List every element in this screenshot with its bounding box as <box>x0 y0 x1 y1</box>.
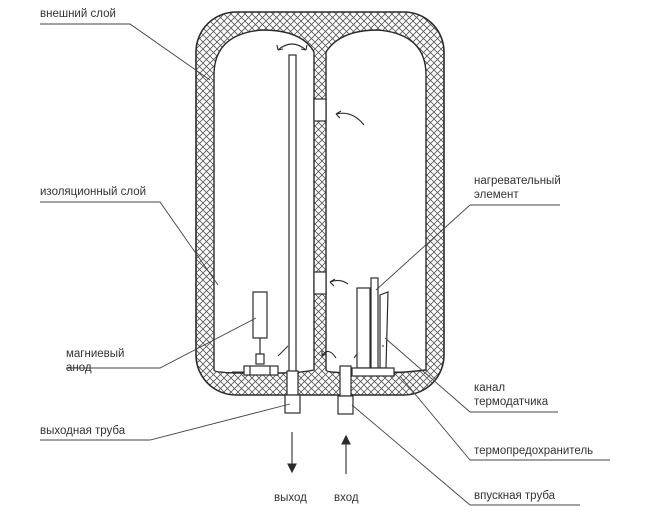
heating-element-label-line2: элемент <box>474 189 519 201</box>
insulation-layer-label: изоляционный слой <box>40 186 147 198</box>
magnesium-anode-label: магниевый анод <box>66 347 124 375</box>
flow-arrow-top <box>276 43 308 51</box>
thermo-fuse-label: термопредохранитель <box>474 445 594 457</box>
partition-connectors <box>313 98 327 295</box>
outlet-direction-arrow <box>287 432 297 474</box>
inlet-pipe <box>337 365 354 415</box>
heater-fittings <box>382 345 406 373</box>
magnesium-anode-label-line2: анод <box>66 362 92 374</box>
thermo-sensor-channel-label: канал термодатчика <box>474 381 548 409</box>
outlet-text: выход <box>274 492 307 504</box>
heating-element <box>351 277 395 377</box>
thermo-sensor-channel-label-line2: термодатчика <box>474 396 549 408</box>
outlet-pipe <box>284 54 301 414</box>
anode-fittings <box>232 345 289 373</box>
outer-layer-label: внешний слой <box>40 8 116 20</box>
inlet-direction-arrow <box>341 434 351 474</box>
magnesium-anode-label-line1: магниевый <box>66 348 125 360</box>
heating-element-label-line1: нагревательный <box>474 175 561 187</box>
outlet-pipe-label: выходная труба <box>40 425 126 437</box>
heating-element-label: нагревательный элемент <box>474 174 561 202</box>
flow-arrows-right <box>329 110 365 287</box>
leader-lines <box>40 23 610 506</box>
thermo-sensor-channel-label-line1: канал <box>474 382 506 394</box>
inlet-text: вход <box>334 492 359 504</box>
inlet-pipe-label: впускная труба <box>474 490 556 502</box>
magnesium-anode <box>243 291 279 376</box>
